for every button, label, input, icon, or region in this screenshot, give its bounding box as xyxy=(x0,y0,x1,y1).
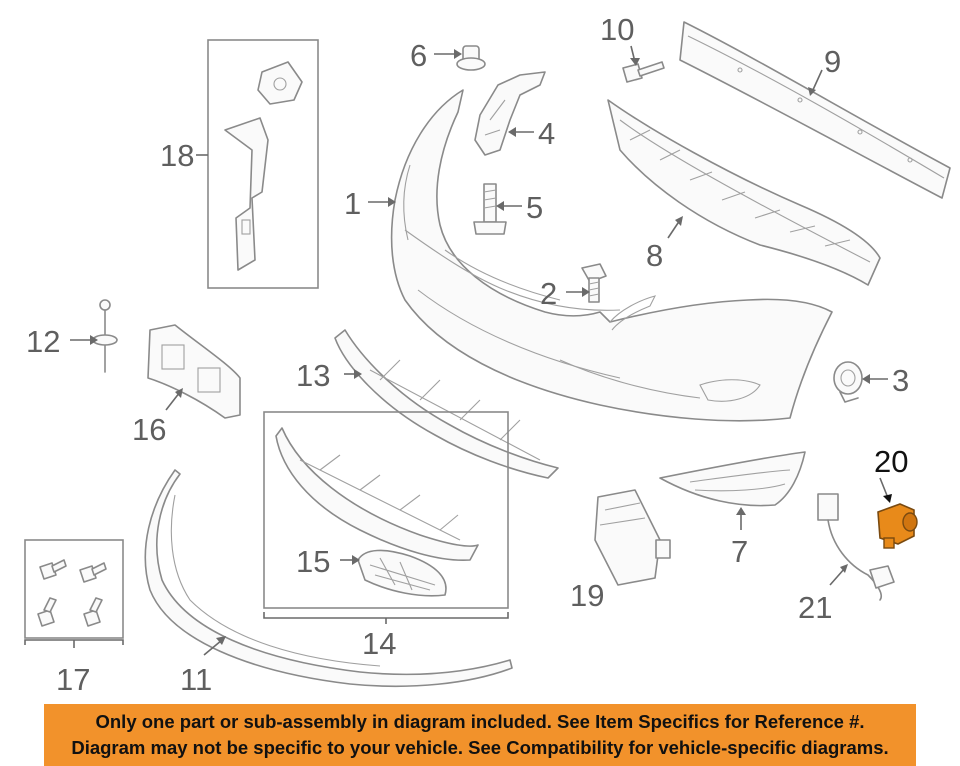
callout-5: 5 xyxy=(526,190,543,225)
grille-upper-part xyxy=(334,329,559,479)
grille-insert-part xyxy=(357,549,447,597)
grille-lower-part xyxy=(275,427,479,562)
callout-17: 17 xyxy=(56,662,90,697)
screw-part-2 xyxy=(581,263,607,303)
bracket-part-4 xyxy=(474,71,546,156)
disclaimer-banner: Only one part or sub-assembly in diagram… xyxy=(44,704,916,766)
fog-lamp-grommet-part xyxy=(833,361,863,403)
callout-4: 4 xyxy=(538,116,555,151)
parking-sensor-part-highlighted xyxy=(877,503,918,549)
callout-7: 7 xyxy=(731,534,748,569)
reinforcement-bar-part xyxy=(679,21,951,199)
callout-20: 20 xyxy=(874,444,908,479)
callout-13: 13 xyxy=(296,358,330,393)
bolt-part-5 xyxy=(473,183,507,235)
bolts-part-17 xyxy=(37,559,107,627)
license-bracket-part xyxy=(147,324,241,419)
callout-labels: 1 2 3 4 5 6 7 8 9 10 11 12 13 14 15 16 1… xyxy=(26,12,909,697)
sensor-bracket-box-18 xyxy=(207,39,319,289)
bumper-cover-part xyxy=(390,89,833,422)
lower-spoiler-part xyxy=(144,469,513,688)
callout-12: 12 xyxy=(26,324,60,359)
sub-assembly-box-14 xyxy=(263,411,509,609)
disclaimer-line-1: Only one part or sub-assembly in diagram… xyxy=(95,711,865,732)
callout-14: 14 xyxy=(362,626,396,661)
hardware-box-17 xyxy=(24,539,124,639)
callout-8: 8 xyxy=(646,238,663,273)
bolt-part-10 xyxy=(622,61,665,83)
callout-18: 18 xyxy=(160,138,194,173)
callout-15: 15 xyxy=(296,544,330,579)
leader-lines xyxy=(24,45,892,656)
callout-1: 1 xyxy=(344,186,361,221)
callout-21: 21 xyxy=(798,590,832,625)
callout-16: 16 xyxy=(132,412,166,447)
callout-9: 9 xyxy=(824,44,841,79)
callout-3: 3 xyxy=(892,363,909,398)
callout-10: 10 xyxy=(600,12,634,47)
callout-19: 19 xyxy=(570,578,604,613)
energy-absorber-part xyxy=(607,99,881,286)
fog-lamp-bezel-part xyxy=(659,451,806,507)
disclaimer-line-2: Diagram may not be specific to your vehi… xyxy=(71,737,889,758)
callout-2: 2 xyxy=(540,276,557,311)
callout-6: 6 xyxy=(410,38,427,73)
wiring-harness-part xyxy=(817,493,895,601)
radar-module-part xyxy=(594,489,671,586)
sensor-bracket-part xyxy=(224,61,303,271)
callout-11: 11 xyxy=(180,662,212,697)
rivet-part-12 xyxy=(92,299,118,373)
clip-part-6 xyxy=(456,45,486,71)
